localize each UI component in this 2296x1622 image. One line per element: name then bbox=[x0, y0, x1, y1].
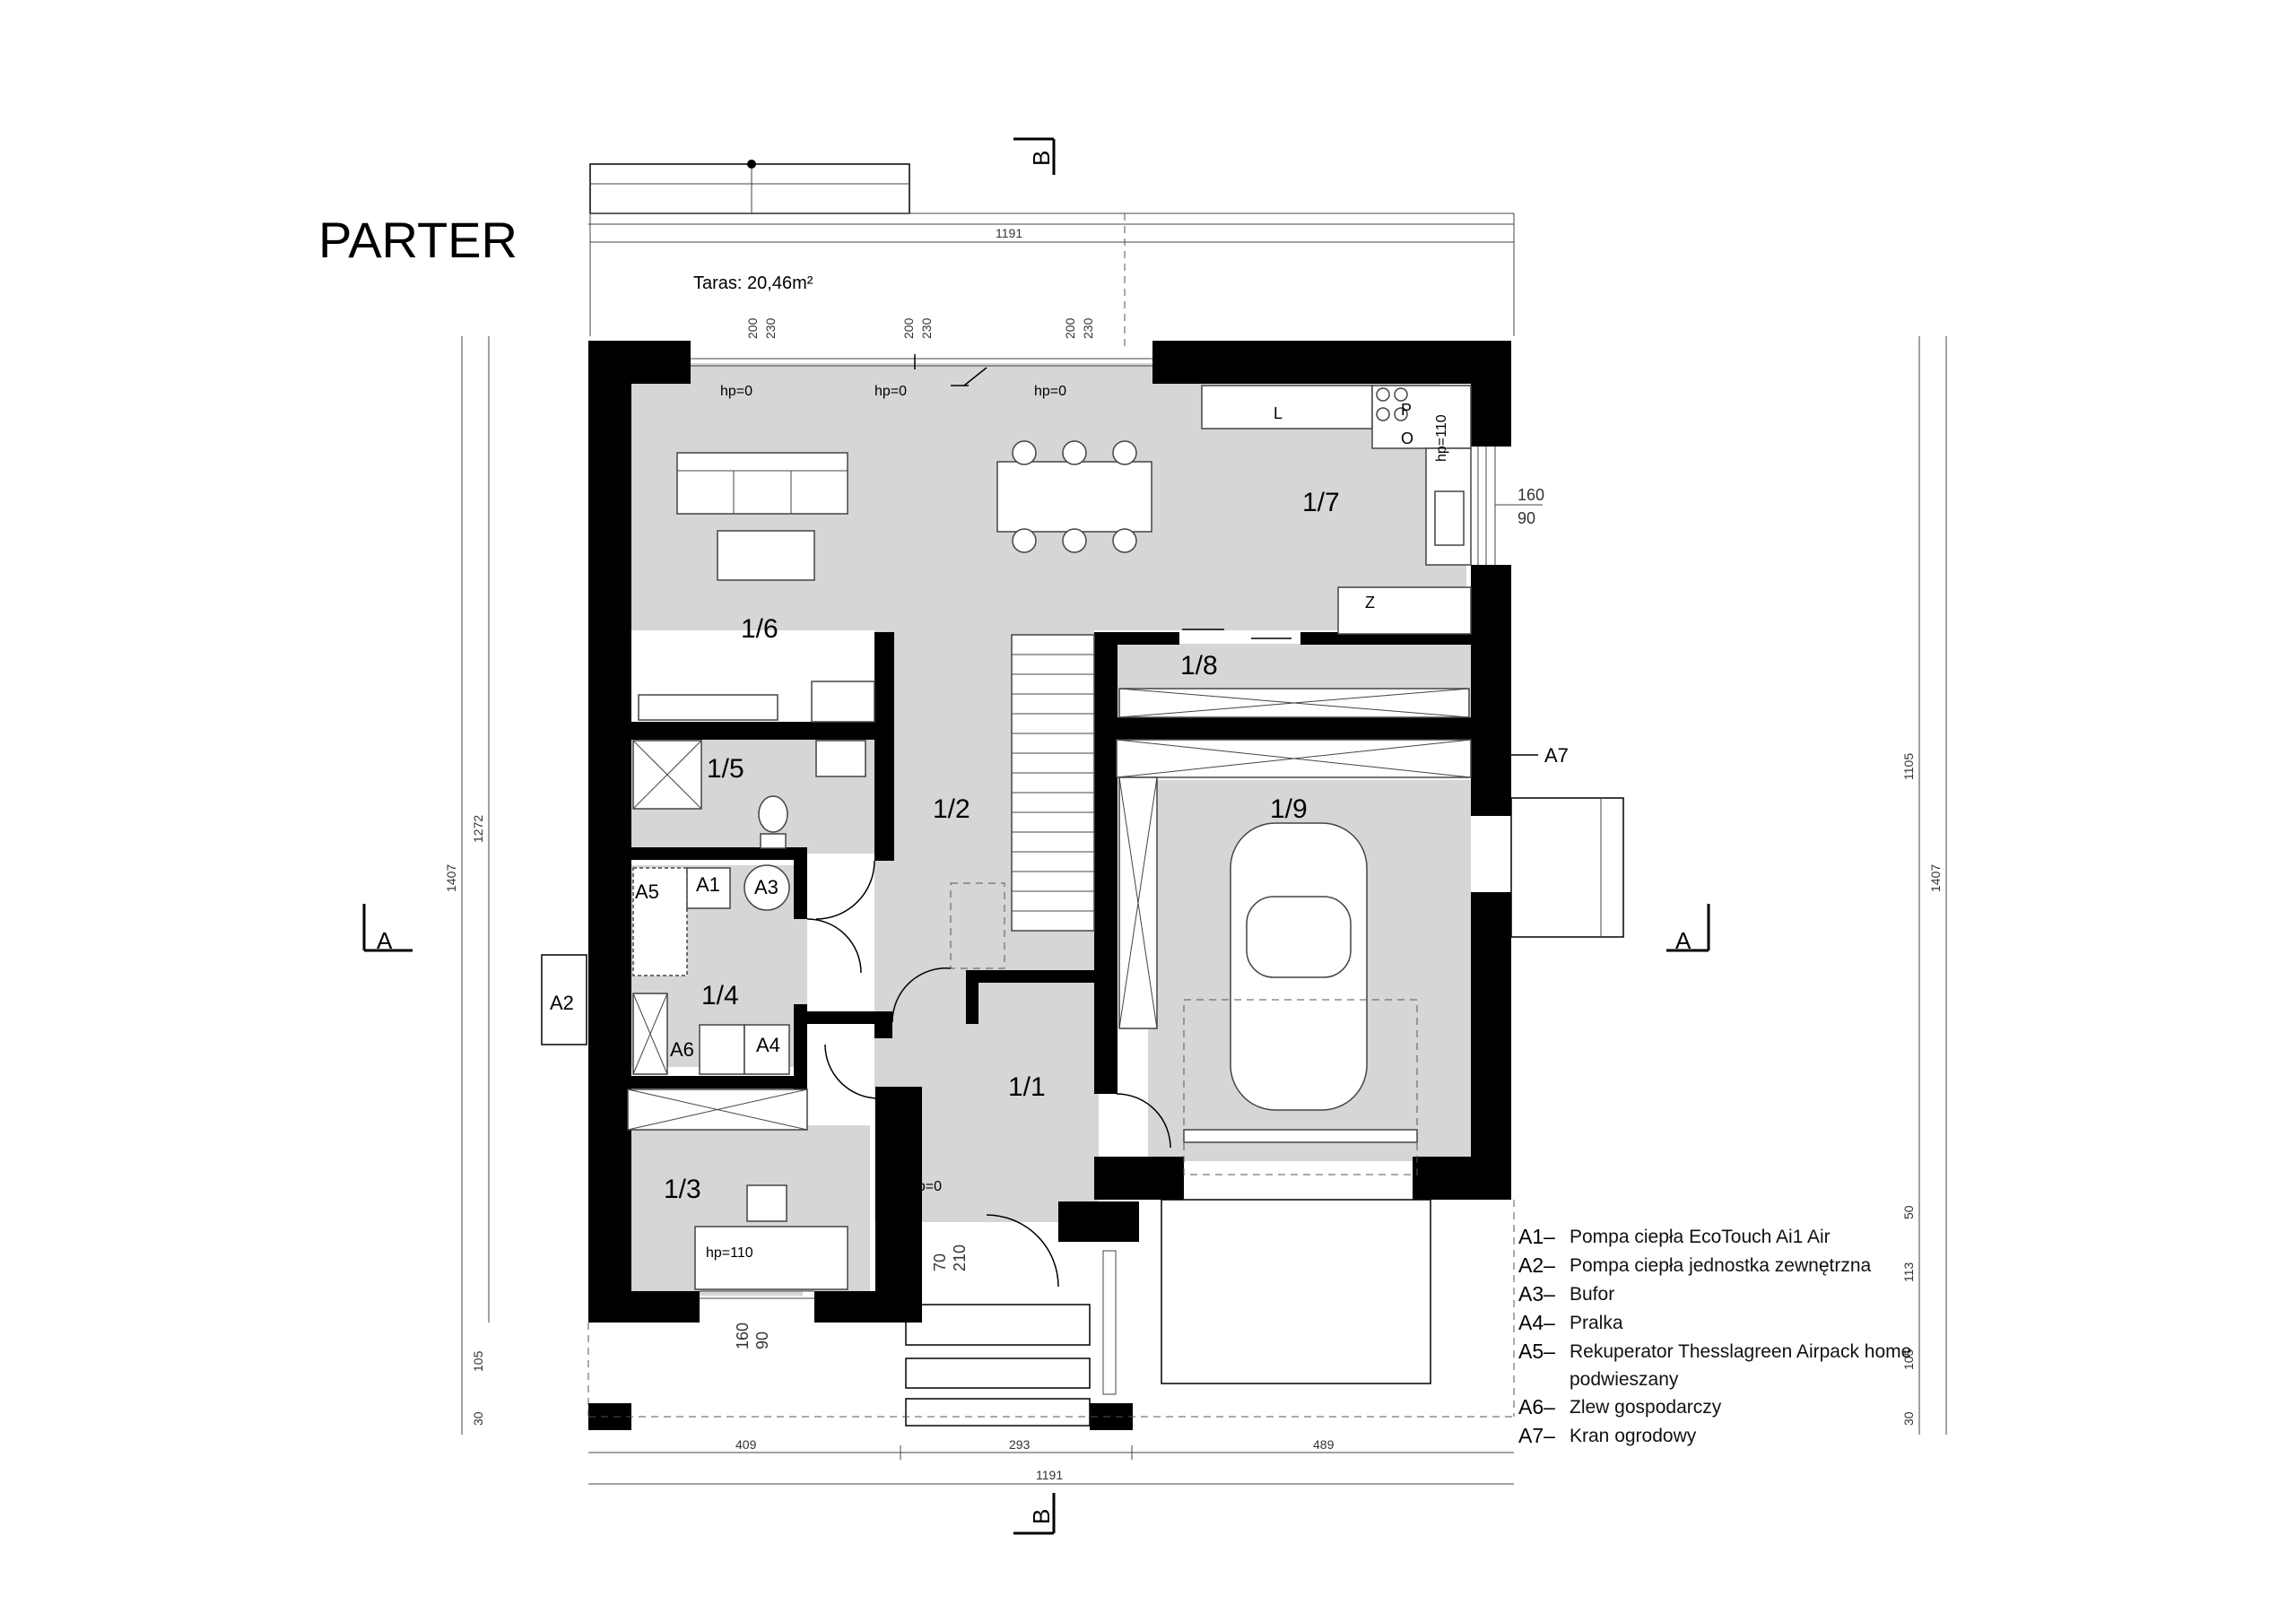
utility-fixtures bbox=[632, 864, 790, 1075]
dim-left-outer: 1407 bbox=[444, 864, 458, 892]
room-1-8: 1/8 bbox=[1180, 651, 1218, 681]
kitchen-window bbox=[1477, 447, 1496, 565]
legend-text-1: Pompa ciepła EcoTouch Ai1 Air bbox=[1570, 1227, 1831, 1247]
section-markers: B B A A bbox=[362, 137, 1710, 1535]
door-swings bbox=[806, 860, 1171, 1288]
win-dim-90-2: 90 bbox=[753, 1331, 771, 1349]
dim-right-1407: 1407 bbox=[1928, 864, 1943, 892]
win-dim-230-3: 230 bbox=[1081, 317, 1095, 339]
dim-left-inner: 1272 bbox=[471, 815, 485, 843]
appliance-a3: A3 bbox=[754, 876, 778, 898]
room-1-1: 1/1 bbox=[1008, 1072, 1046, 1102]
dim-left-30: 30 bbox=[471, 1411, 485, 1426]
legend-text-2: Pompa ciepła jednostka zewnętrzna bbox=[1570, 1255, 1872, 1276]
dim-right-1105: 1105 bbox=[1901, 753, 1916, 780]
appliance-a2: A2 bbox=[550, 992, 574, 1014]
section-a-left: A bbox=[377, 927, 393, 954]
room-1-5: 1/5 bbox=[707, 754, 744, 784]
dim-right-30: 30 bbox=[1901, 1411, 1916, 1426]
walls bbox=[588, 341, 1511, 1430]
bathroom-fixtures bbox=[632, 740, 866, 849]
appliance-a4: A4 bbox=[756, 1034, 780, 1056]
room-1-6: 1/6 bbox=[741, 614, 778, 644]
win-dim-230-2: 230 bbox=[919, 317, 934, 339]
appliance-a5: A5 bbox=[635, 880, 659, 903]
sill-heights: hp=0 hp=0 hp=0 hp=0 hp=110 hp=110 bbox=[706, 384, 1449, 1261]
legend-text-8: Kran ogrodowy bbox=[1570, 1426, 1697, 1446]
kitchen: L P O Z bbox=[1201, 385, 1472, 635]
plan-title: PARTER bbox=[318, 212, 517, 268]
section-a-right: A bbox=[1675, 927, 1692, 954]
win-dim-200-3: 200 bbox=[1063, 317, 1077, 339]
legend-key-2: A2– bbox=[1518, 1253, 1555, 1277]
win-dim-90-1: 90 bbox=[1518, 509, 1535, 527]
dim-right-105: 105 bbox=[1901, 1349, 1916, 1370]
sill-hp0-3: hp=0 bbox=[1034, 384, 1066, 399]
legend-key-1: A1– bbox=[1518, 1225, 1555, 1248]
legend-text-7: Zlew gospodarczy bbox=[1570, 1397, 1722, 1418]
dim-bottom-mid: 293 bbox=[1009, 1437, 1031, 1452]
room-1-3: 1/3 bbox=[664, 1175, 701, 1204]
sill-hp0-2: hp=0 bbox=[874, 384, 907, 399]
dim-bottom-total: 1191 bbox=[1036, 1468, 1063, 1482]
terrace: Taras: 20,46m² bbox=[589, 160, 1515, 350]
legend-key-3: A3– bbox=[1518, 1282, 1555, 1305]
sill-hp110-1: hp=110 bbox=[706, 1245, 753, 1261]
dimension-lines: 1191 409 293 489 1191 1407 1272 105 30 1… bbox=[444, 223, 1947, 1485]
win-dim-200-1: 200 bbox=[745, 317, 760, 339]
kitchen-mark-o: O bbox=[1401, 429, 1413, 447]
kitchen-mark-z: Z bbox=[1365, 594, 1375, 612]
appliance-a6: A6 bbox=[670, 1038, 694, 1061]
terrace-label: Taras: 20,46m² bbox=[693, 273, 813, 293]
legend-key-8: A7– bbox=[1518, 1424, 1555, 1447]
kitchen-mark-l: L bbox=[1274, 404, 1283, 422]
entrance-steps bbox=[905, 1250, 1117, 1427]
appliance-labels: A1 A2 A3 A4 A5 A6 A7 bbox=[541, 744, 1569, 1061]
dim-bottom-right: 489 bbox=[1313, 1437, 1335, 1452]
legend-text-5: Rekuperator Thesslagreen Airpack home bbox=[1570, 1341, 1911, 1362]
kitchen-mark-p: P bbox=[1401, 401, 1412, 419]
legend: A1– Pompa ciepła EcoTouch Ai1 Air A2– Po… bbox=[1518, 1225, 1911, 1447]
window-dims: 200 230 200 230 200 230 160 90 160 90 70… bbox=[734, 317, 1544, 1349]
door-dim-210: 210 bbox=[951, 1245, 969, 1271]
room-1-9: 1/9 bbox=[1270, 794, 1308, 824]
wardrobe-1-8 bbox=[1118, 629, 1470, 718]
legend-text-3: Bufor bbox=[1570, 1284, 1614, 1305]
legend-text-6: podwieszany bbox=[1570, 1369, 1679, 1390]
legend-text-4: Pralka bbox=[1570, 1313, 1623, 1333]
room-1-7: 1/7 bbox=[1302, 488, 1340, 517]
sill-hp0-4: hp=0 bbox=[909, 1179, 942, 1194]
legend-key-4: A4– bbox=[1518, 1311, 1555, 1334]
room-1-2: 1/2 bbox=[933, 794, 970, 824]
dim-bottom-left: 409 bbox=[735, 1437, 757, 1452]
appliance-a1: A1 bbox=[696, 873, 720, 896]
garage-contents bbox=[1116, 739, 1472, 1384]
sill-hp110-2: hp=110 bbox=[1434, 414, 1449, 462]
win-dim-160-1: 160 bbox=[1518, 486, 1544, 504]
win-dim-160-2: 160 bbox=[734, 1323, 752, 1349]
door-dim-70: 70 bbox=[931, 1253, 949, 1271]
legend-key-7: A6– bbox=[1518, 1395, 1555, 1418]
top-windows bbox=[691, 354, 1152, 386]
win-dim-200-2: 200 bbox=[901, 317, 916, 339]
dim-top-total: 1191 bbox=[996, 226, 1022, 240]
win-dim-230-1: 230 bbox=[763, 317, 778, 339]
staircase bbox=[950, 634, 1095, 969]
study-furniture bbox=[627, 1089, 848, 1299]
section-b-top: B bbox=[1028, 151, 1055, 166]
dim-right-50: 50 bbox=[1901, 1205, 1916, 1219]
side-annex bbox=[1510, 797, 1624, 938]
room-1-4: 1/4 bbox=[701, 981, 739, 1010]
legend-key-5: A5– bbox=[1518, 1340, 1555, 1363]
section-b-bottom: B bbox=[1028, 1509, 1055, 1524]
room-labels: 1/1 1/2 1/3 1/4 1/5 1/6 1/7 1/8 1/9 bbox=[664, 488, 1340, 1204]
dim-right-113: 113 bbox=[1901, 1262, 1916, 1282]
sill-hp0-1: hp=0 bbox=[720, 384, 752, 399]
dim-left-105: 105 bbox=[471, 1350, 485, 1372]
living-furniture bbox=[638, 440, 1152, 723]
appliance-a7: A7 bbox=[1544, 744, 1569, 767]
slab-outline bbox=[587, 1200, 1515, 1418]
